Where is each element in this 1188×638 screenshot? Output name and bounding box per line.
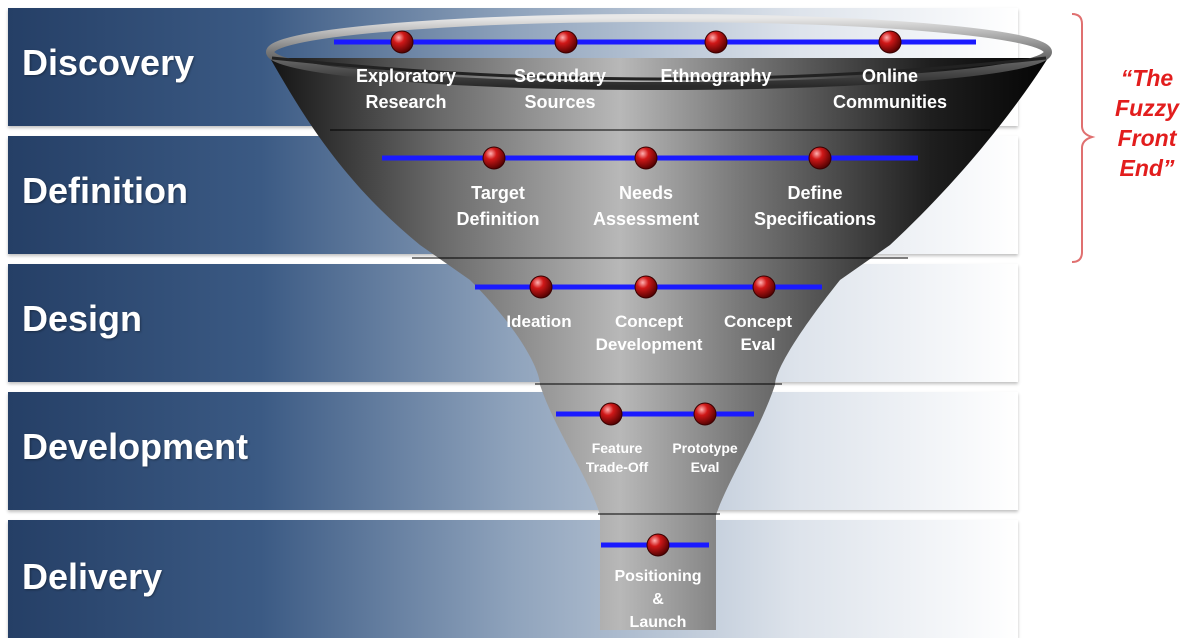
stage-band-development xyxy=(8,392,1018,510)
milestone-node xyxy=(752,275,776,299)
fuzzy-front-end-line: Front xyxy=(1117,125,1177,151)
milestone-label-line: Online xyxy=(862,66,918,86)
stage-label-discovery: Discovery xyxy=(22,42,195,83)
fuzzy-front-end-line: Fuzzy xyxy=(1115,95,1179,121)
funnel-body xyxy=(270,58,1048,630)
fuzzy-front-end-line: “The xyxy=(1120,65,1174,91)
milestone-label-line: Ethnography xyxy=(661,66,772,86)
milestone-label-line: Target xyxy=(471,183,525,203)
milestone-label-line: Eval xyxy=(691,459,720,475)
fuzzy-front-end-line: End” xyxy=(1119,155,1175,181)
milestone-label: Ideation xyxy=(506,312,571,331)
milestone-label-line: Definition xyxy=(457,209,540,229)
milestone-node xyxy=(693,402,717,426)
stage-label-development: Development xyxy=(22,426,249,467)
stage-band-delivery xyxy=(8,520,1018,638)
milestone-label-line: Define xyxy=(787,183,842,203)
milestone-node xyxy=(646,533,670,557)
milestone-label-line: Sources xyxy=(524,92,595,112)
milestone-label-line: Communities xyxy=(833,92,947,112)
milestone-label-line: Concept xyxy=(615,312,683,331)
milestone-label-line: Development xyxy=(596,335,703,354)
milestone-label-line: Concept xyxy=(724,312,792,331)
milestone-label-line: Secondary xyxy=(514,66,606,86)
milestone-node xyxy=(634,275,658,299)
funnel-rim-shadow xyxy=(271,56,1047,81)
milestone-label-line: Specifications xyxy=(754,209,876,229)
milestone-node xyxy=(808,146,832,170)
milestone-node xyxy=(704,30,728,54)
milestone-label-line: Needs xyxy=(619,183,673,203)
fuzzy-front-end-bracket xyxy=(1071,13,1096,263)
milestone-label-line: Ideation xyxy=(506,312,571,331)
milestone-label-line: Feature xyxy=(592,440,643,456)
milestone-label-line: Assessment xyxy=(593,209,699,229)
milestone-node xyxy=(482,146,506,170)
milestone-label: Ethnography xyxy=(661,66,772,86)
milestone-node xyxy=(878,30,902,54)
stage-label-definition: Definition xyxy=(22,170,188,211)
milestone-node xyxy=(634,146,658,170)
milestone-label-line: Exploratory xyxy=(356,66,456,86)
stage-label-delivery: Delivery xyxy=(22,556,163,597)
milestone-label-line: & xyxy=(652,591,664,608)
milestone-label: Positioning & Launch xyxy=(614,568,701,631)
milestone-label-line: Launch xyxy=(630,614,687,631)
milestone-label-line: Eval xyxy=(741,335,776,354)
funnel-rim xyxy=(266,14,1052,90)
milestone-node xyxy=(529,275,553,299)
stage-label-design: Design xyxy=(22,298,143,339)
milestone-node xyxy=(390,30,414,54)
milestone-node xyxy=(554,30,578,54)
milestone-label-line: Trade-Off xyxy=(586,459,649,475)
milestone-label-line: Prototype xyxy=(672,440,738,456)
milestone-node xyxy=(599,402,623,426)
milestone-label-line: Positioning xyxy=(614,568,701,585)
milestone-label-line: Research xyxy=(365,92,446,112)
